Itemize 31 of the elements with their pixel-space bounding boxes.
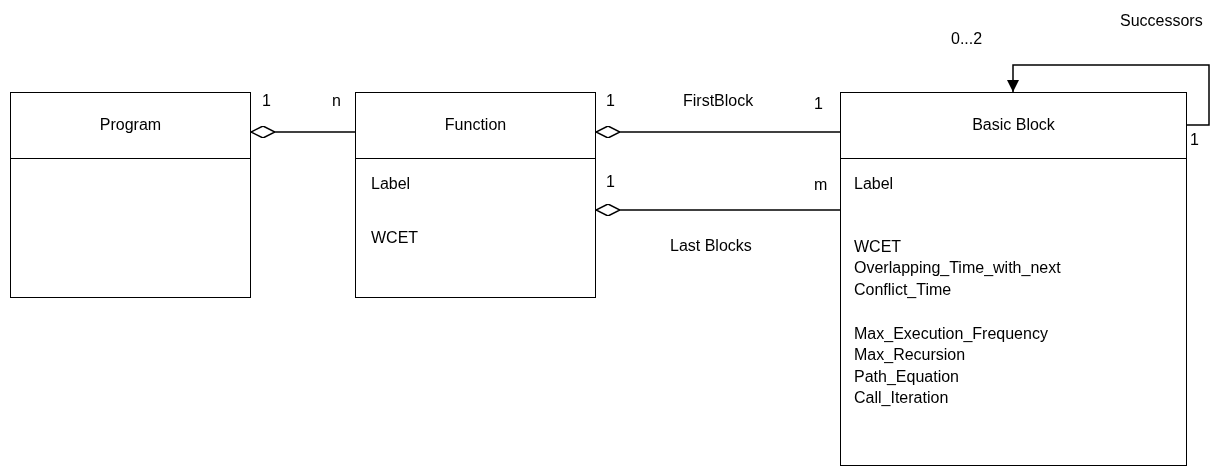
attribute-text: Path_Equation <box>854 367 959 387</box>
attribute-text: Label <box>371 174 411 194</box>
attribute-text: Overlapping_Time_with_next <box>854 258 1061 278</box>
association-line <box>250 125 356 139</box>
class-box <box>355 92 596 298</box>
association-line <box>595 203 841 217</box>
edge-label: Successors <box>1120 11 1203 31</box>
association-line <box>595 125 841 139</box>
multiplicity-label: 1 <box>1190 130 1199 150</box>
multiplicity-label: 0...2 <box>951 29 983 49</box>
attribute-text: WCET <box>854 237 902 257</box>
edge-label: Last Blocks <box>670 236 752 256</box>
class-name: Program <box>98 115 163 135</box>
attribute-text: Conflict_Time <box>854 280 952 300</box>
class-box <box>10 92 251 298</box>
association-line <box>1007 64 1210 126</box>
multiplicity-label: m <box>814 175 828 195</box>
attribute-text: Max_Recursion <box>854 345 966 365</box>
multiplicity-label: 1 <box>262 91 271 111</box>
attribute-text: WCET <box>371 228 419 248</box>
multiplicity-label: 1 <box>606 172 615 192</box>
edge-label: FirstBlock <box>683 91 754 111</box>
class-box <box>840 92 1187 466</box>
attribute-text: Label <box>854 174 894 194</box>
class-name: Function <box>443 115 508 135</box>
multiplicity-label: 1 <box>606 91 615 111</box>
multiplicity-label: 1 <box>814 94 823 114</box>
multiplicity-label: n <box>332 91 341 111</box>
attribute-text: Max_Execution_Frequency <box>854 324 1048 344</box>
class-name: Basic Block <box>971 115 1056 135</box>
attribute-text: Call_Iteration <box>854 388 949 408</box>
